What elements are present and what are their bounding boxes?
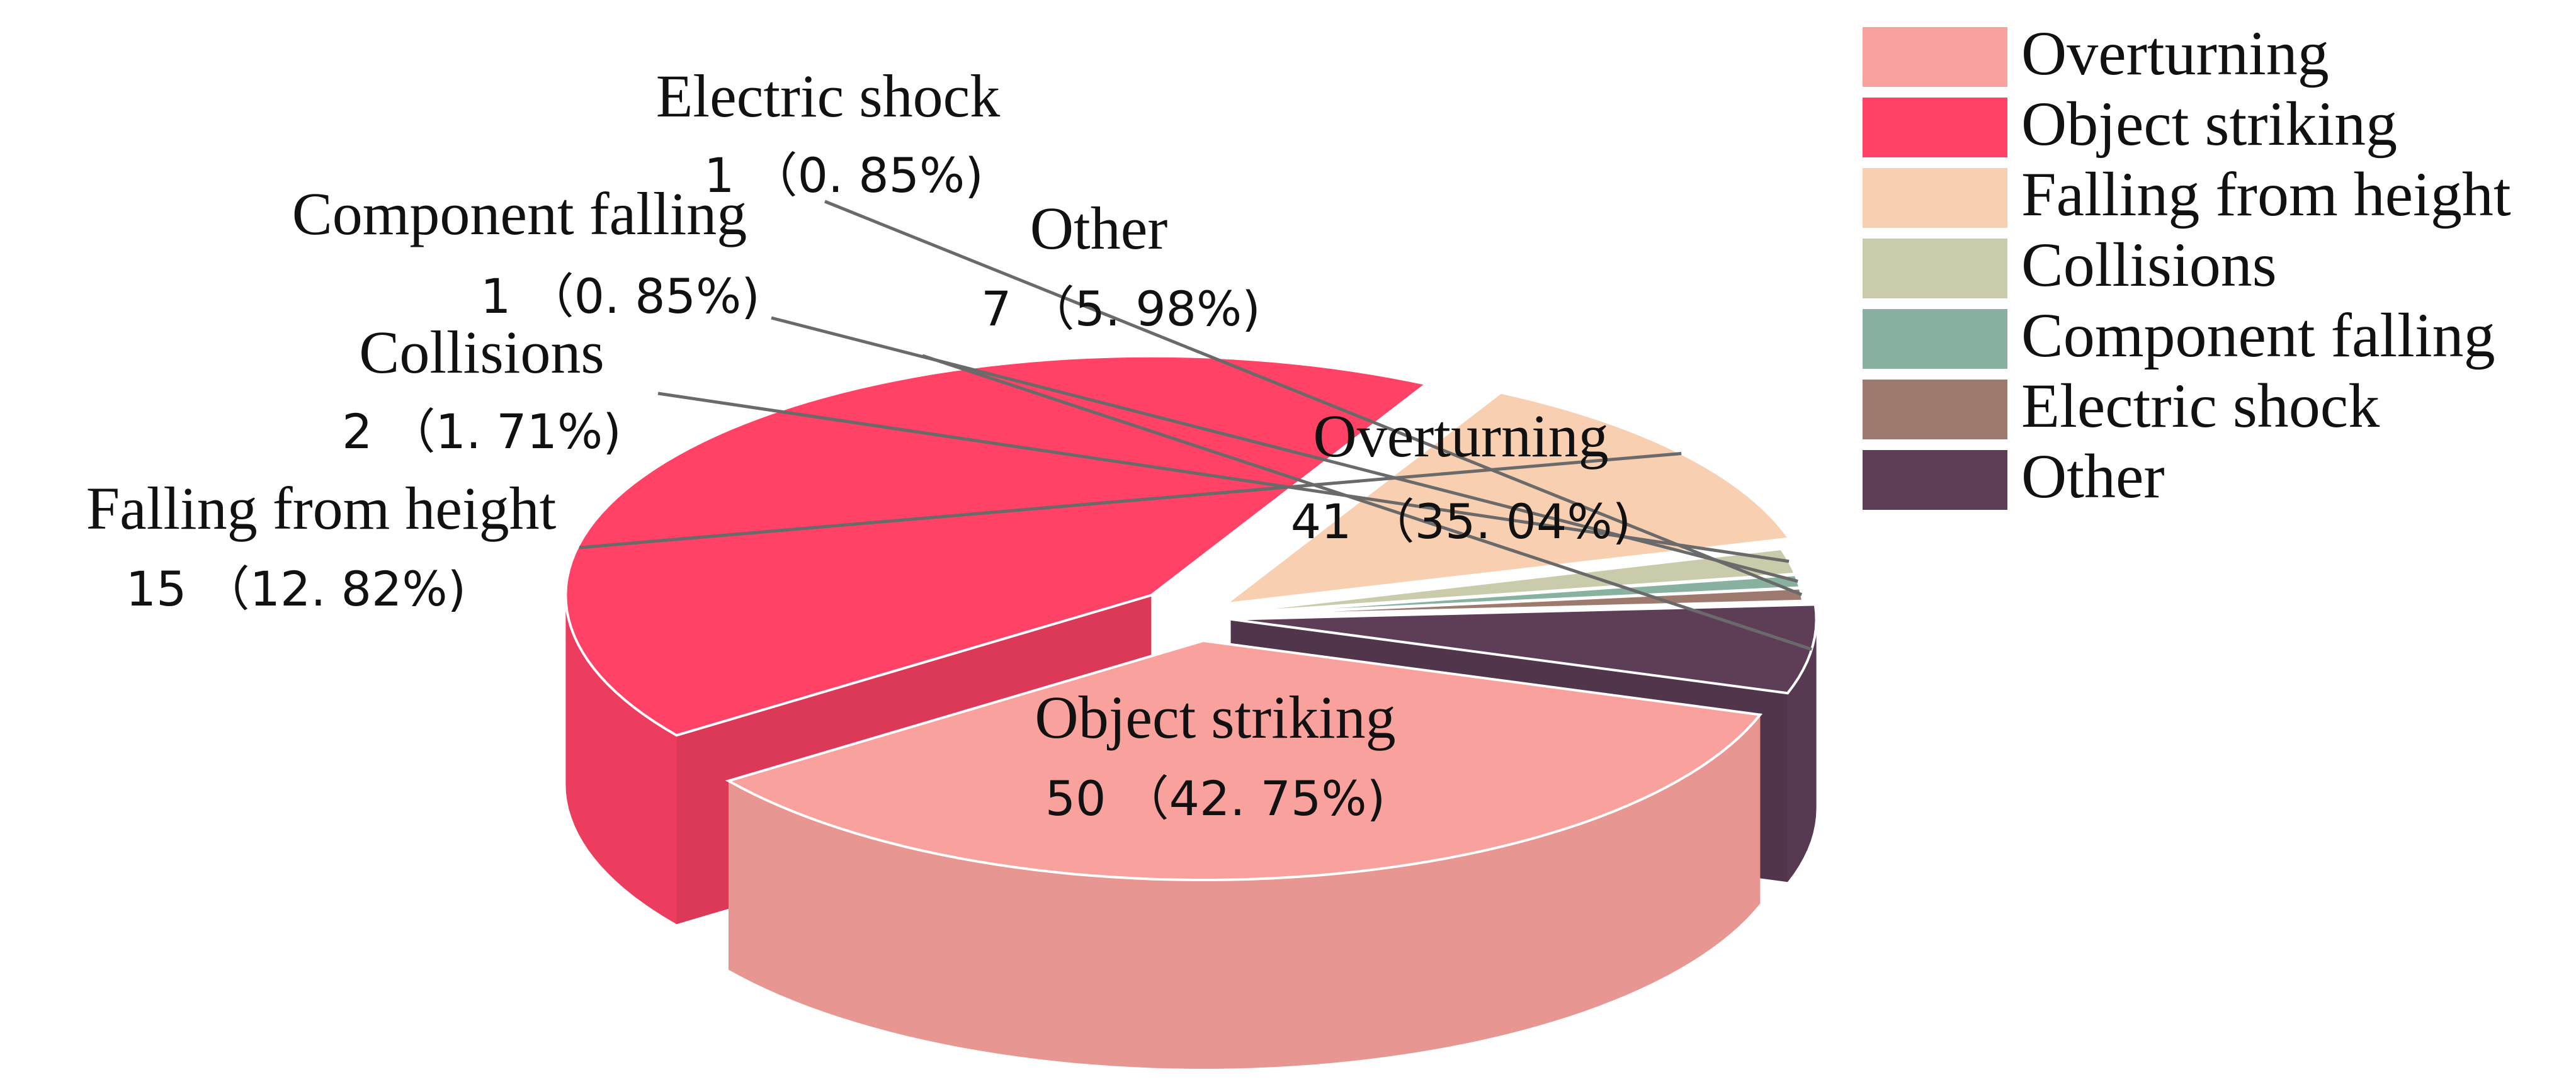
slice-label-value: 2 （1. 71%) <box>342 403 621 459</box>
slice-label-falling-from-height: Falling from height 15 （12. 82%) <box>86 475 557 617</box>
slice-label-value: 1 （0. 85%) <box>480 268 760 324</box>
leader-line-other <box>922 354 1812 651</box>
legend-label: Object striking <box>2021 89 2397 159</box>
legend-label: Electric shock <box>2021 371 2380 441</box>
legend-swatch <box>1863 380 2007 439</box>
slice-label-name: Falling from height <box>86 475 557 542</box>
legend-item-object-striking: Object striking <box>1863 89 2397 159</box>
legend-swatch <box>1863 450 2007 510</box>
slice-label-electric-shock: Electric shock 1 （0. 85%) <box>656 62 1000 203</box>
legend-item-overturning: Overturning <box>1863 18 2329 88</box>
legend-swatch <box>1863 27 2007 87</box>
legend-item-other: Other <box>1863 441 2165 511</box>
legend-swatch <box>1863 168 2007 228</box>
slice-label-name: Collisions <box>359 318 604 386</box>
slice-label-other: Other 7 （5. 98%) <box>981 194 1261 337</box>
legend-item-electric-shock: Electric shock <box>1863 371 2380 441</box>
legend-swatch <box>1863 98 2007 157</box>
slice-label-value: 15 （12. 82%) <box>126 561 466 617</box>
legend-label: Collisions <box>2021 230 2277 300</box>
slice-side-object-striking <box>565 595 677 925</box>
leader-line-falling-from-height <box>579 452 1682 549</box>
slice-label-name: Object striking <box>1035 684 1395 751</box>
slice-label-value: 41 （35. 04%) <box>1291 493 1631 549</box>
legend-item-collisions: Collisions <box>1863 230 2277 300</box>
slice-label-name: Overturning <box>1313 402 1608 470</box>
legend-item-falling-from-height: Falling from height <box>1863 159 2511 229</box>
slice-label-value: 7 （5. 98%) <box>981 281 1261 337</box>
slice-overturning <box>725 639 1763 881</box>
leader-line-electric-shock <box>824 200 1803 597</box>
label-leader-lines <box>579 200 1812 651</box>
slice-label-value: 1 （0. 85%) <box>704 147 984 203</box>
slice-side-overturning <box>729 714 1761 1069</box>
legend-item-component-falling: Component falling <box>1863 300 2495 370</box>
slice-label-overturning: Overturning 41 （35. 04%) <box>1291 402 1631 549</box>
slice-label-object-striking: Object striking 50 （42. 75%) <box>1035 684 1395 826</box>
slice-label-name: Component falling <box>292 180 747 247</box>
slice-label-collisions: Collisions 2 （1. 71%) <box>342 318 621 459</box>
leader-line-collisions <box>657 392 1790 563</box>
slice-label-name: Other <box>1030 194 1168 262</box>
legend-swatch <box>1863 309 2007 369</box>
legend-label: Falling from height <box>2021 159 2511 229</box>
slice-label-name: Electric shock <box>656 62 1000 130</box>
legend-label: Overturning <box>2021 18 2329 88</box>
legend-swatch <box>1863 239 2007 298</box>
legend-label: Other <box>2021 441 2165 511</box>
slice-label-component-falling: Component falling 1 （0. 85%) <box>292 180 760 324</box>
legend: Overturning Object striking Falling from… <box>1863 18 2511 511</box>
slice-label-value: 50 （42. 75%) <box>1045 770 1385 826</box>
legend-label: Component falling <box>2021 300 2495 370</box>
